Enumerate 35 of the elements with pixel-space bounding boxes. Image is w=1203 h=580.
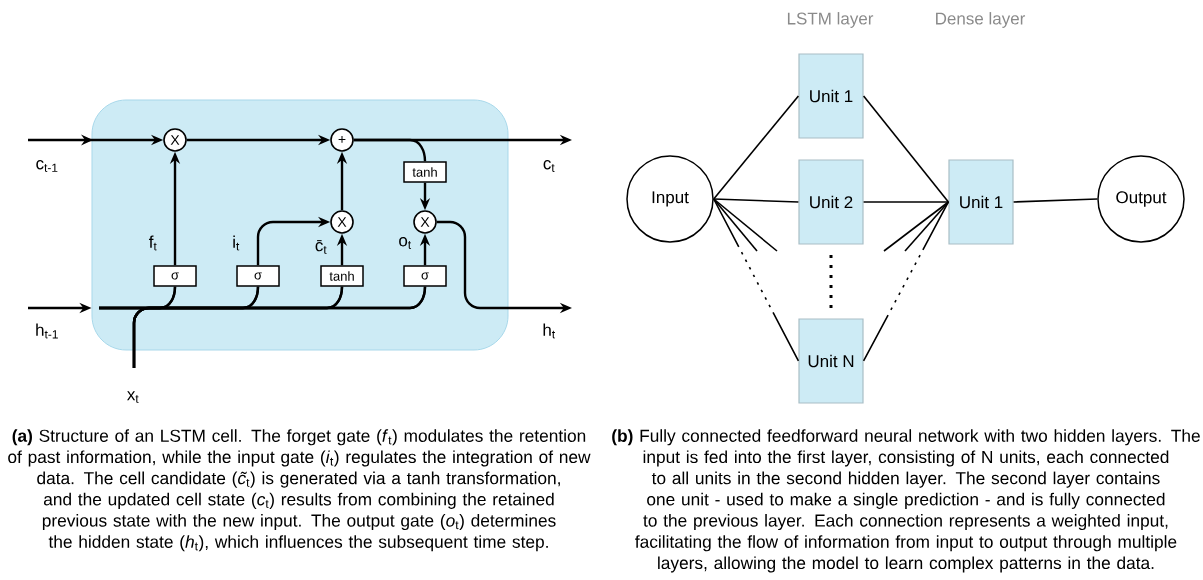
unit-box: Unit 1 — [948, 159, 1014, 245]
caption-text: (a) Structure of an LSTM cell. The forget gate (f$_{t}$) modulates the retention of past information, while the input gate (i$_{t}$) regulates the integration of new data. The cell candidate (c̃$_{t}$) is generated via a tanh transformation, and the updated cell state (c$_{t}$) results from combining the retained previous state with the new input. The output gate (o$_{t}$) determines the hidden state (h$_{t}$), which influences the subsequent time step. — [8, 429, 591, 552]
connection-line — [1012, 198, 1099, 203]
edge-label: x$_{t}$ — [125, 390, 141, 404]
cell-box — [91, 99, 509, 351]
connection-line — [883, 201, 950, 252]
gate-box: σ — [236, 265, 280, 287]
connection-line — [712, 95, 800, 200]
connection-line — [904, 201, 950, 252]
edge-label: h$_{t}$ — [541, 322, 557, 340]
edge-label: f$_{t}$ — [147, 234, 159, 252]
edge-label: o$_{t}$ — [397, 236, 413, 250]
layer-heading: LSTM layer — [787, 12, 874, 28]
connection-line — [712, 198, 758, 252]
edge-label: i$_{t}$ — [231, 234, 241, 252]
gate-box: tanh — [320, 265, 364, 287]
gate-box: σ — [403, 265, 447, 287]
edge-label: c$_{t}$ — [541, 159, 557, 173]
gate-box: σ — [153, 265, 197, 287]
connection-line — [862, 201, 950, 362]
unit-box: Unit 2 — [798, 159, 864, 245]
connection-line — [712, 198, 778, 252]
connection-line — [712, 198, 800, 203]
connection-line — [862, 95, 950, 203]
connection-line — [862, 201, 950, 203]
circle-node: Output — [1097, 155, 1185, 243]
layer-heading: Dense layer — [936, 12, 1026, 28]
unit-box: Unit N — [798, 318, 864, 404]
edge-label: c$_{t-1}$ — [34, 159, 60, 173]
circle-node: Input — [626, 155, 714, 243]
edge-label: h$_{t-1}$ — [34, 322, 60, 340]
connection-line — [712, 198, 800, 362]
gate-box: tanh — [403, 161, 447, 183]
caption-text: (b) Fully connected feedforward neural network with two hidden layers. The input is fed into the first layer, consisting of N units, each connected to all units in the second hidden layer. The second layer contains one unit - used to make a single prediction - and is fully connected to the previous layer. Each connection represents a weighted input, facilitating the flow of information from input to output through multiple layers, allowing the model to learn complex patterns in the data. — [612, 429, 1200, 573]
unit-box: Unit 1 — [798, 53, 864, 139]
